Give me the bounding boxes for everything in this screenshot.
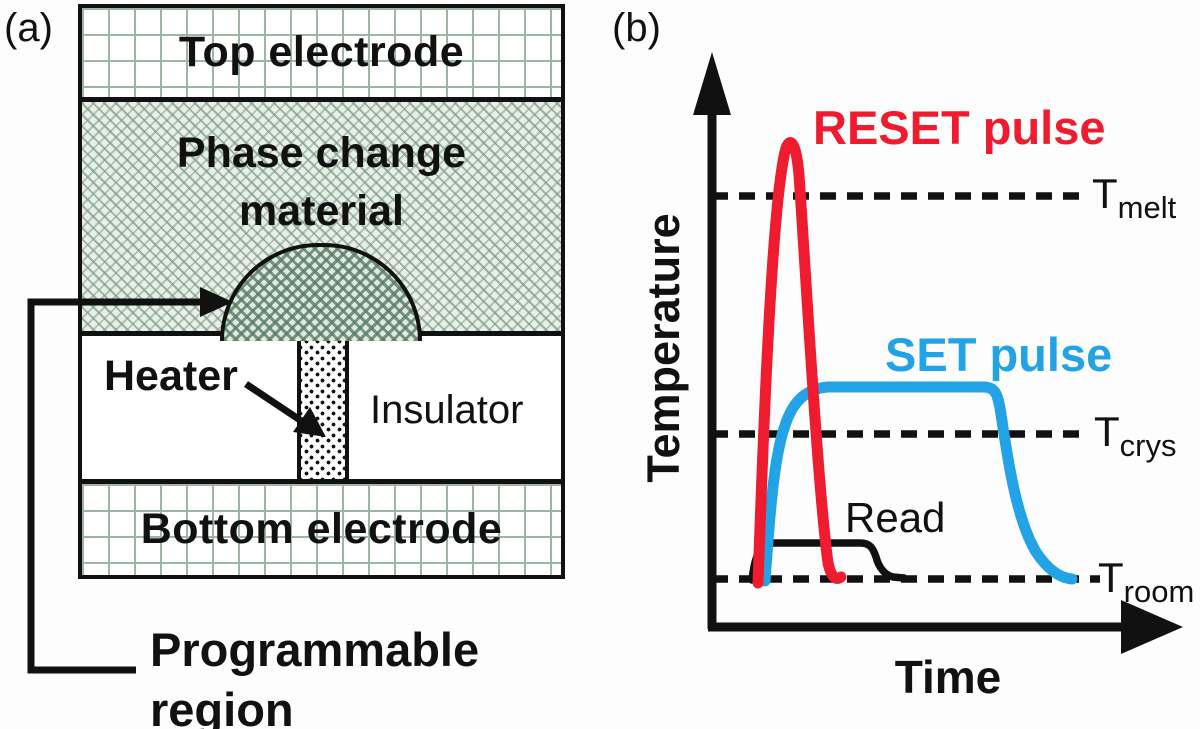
x-axis-arrowhead-icon: [1121, 600, 1183, 654]
heater-label: Heater: [104, 352, 238, 400]
read-pulse-label: Read: [845, 494, 946, 541]
reset-pulse-label: RESET pulse: [813, 101, 1106, 154]
bottom-electrode-layer: Bottom electrode: [82, 484, 561, 575]
heater-insulator-layer: Heater Insulator: [82, 336, 561, 484]
panel-b-label: (b): [612, 6, 661, 50]
temperature-time-plot: [693, 52, 1183, 654]
insulator-label: Insulator: [370, 388, 524, 432]
phase-change-material-label: Phase change material: [176, 129, 467, 235]
bottom-electrode-label: Bottom electrode: [140, 505, 503, 553]
set-pulse-curve: [759, 381, 1078, 587]
programmable-region-label: Programmable region: [150, 623, 480, 729]
reset-pulse-curve: [752, 137, 847, 589]
x-axis-label: Time: [894, 651, 1002, 703]
y-axis-label: Temperature: [638, 213, 689, 483]
tcrys-threshold-label: Tcrys: [1094, 408, 1177, 463]
heater-column: [297, 336, 349, 479]
panel-a-label: (a): [4, 6, 53, 50]
set-pulse-label: SET pulse: [885, 328, 1113, 381]
top-electrode-label: Top electrode: [178, 28, 465, 76]
y-axis-arrowhead-icon: [693, 52, 731, 115]
troom-threshold-label: Troom: [1098, 554, 1195, 609]
top-electrode-layer: Top electrode: [82, 8, 561, 102]
tmelt-threshold-label: Tmelt: [1092, 170, 1177, 225]
